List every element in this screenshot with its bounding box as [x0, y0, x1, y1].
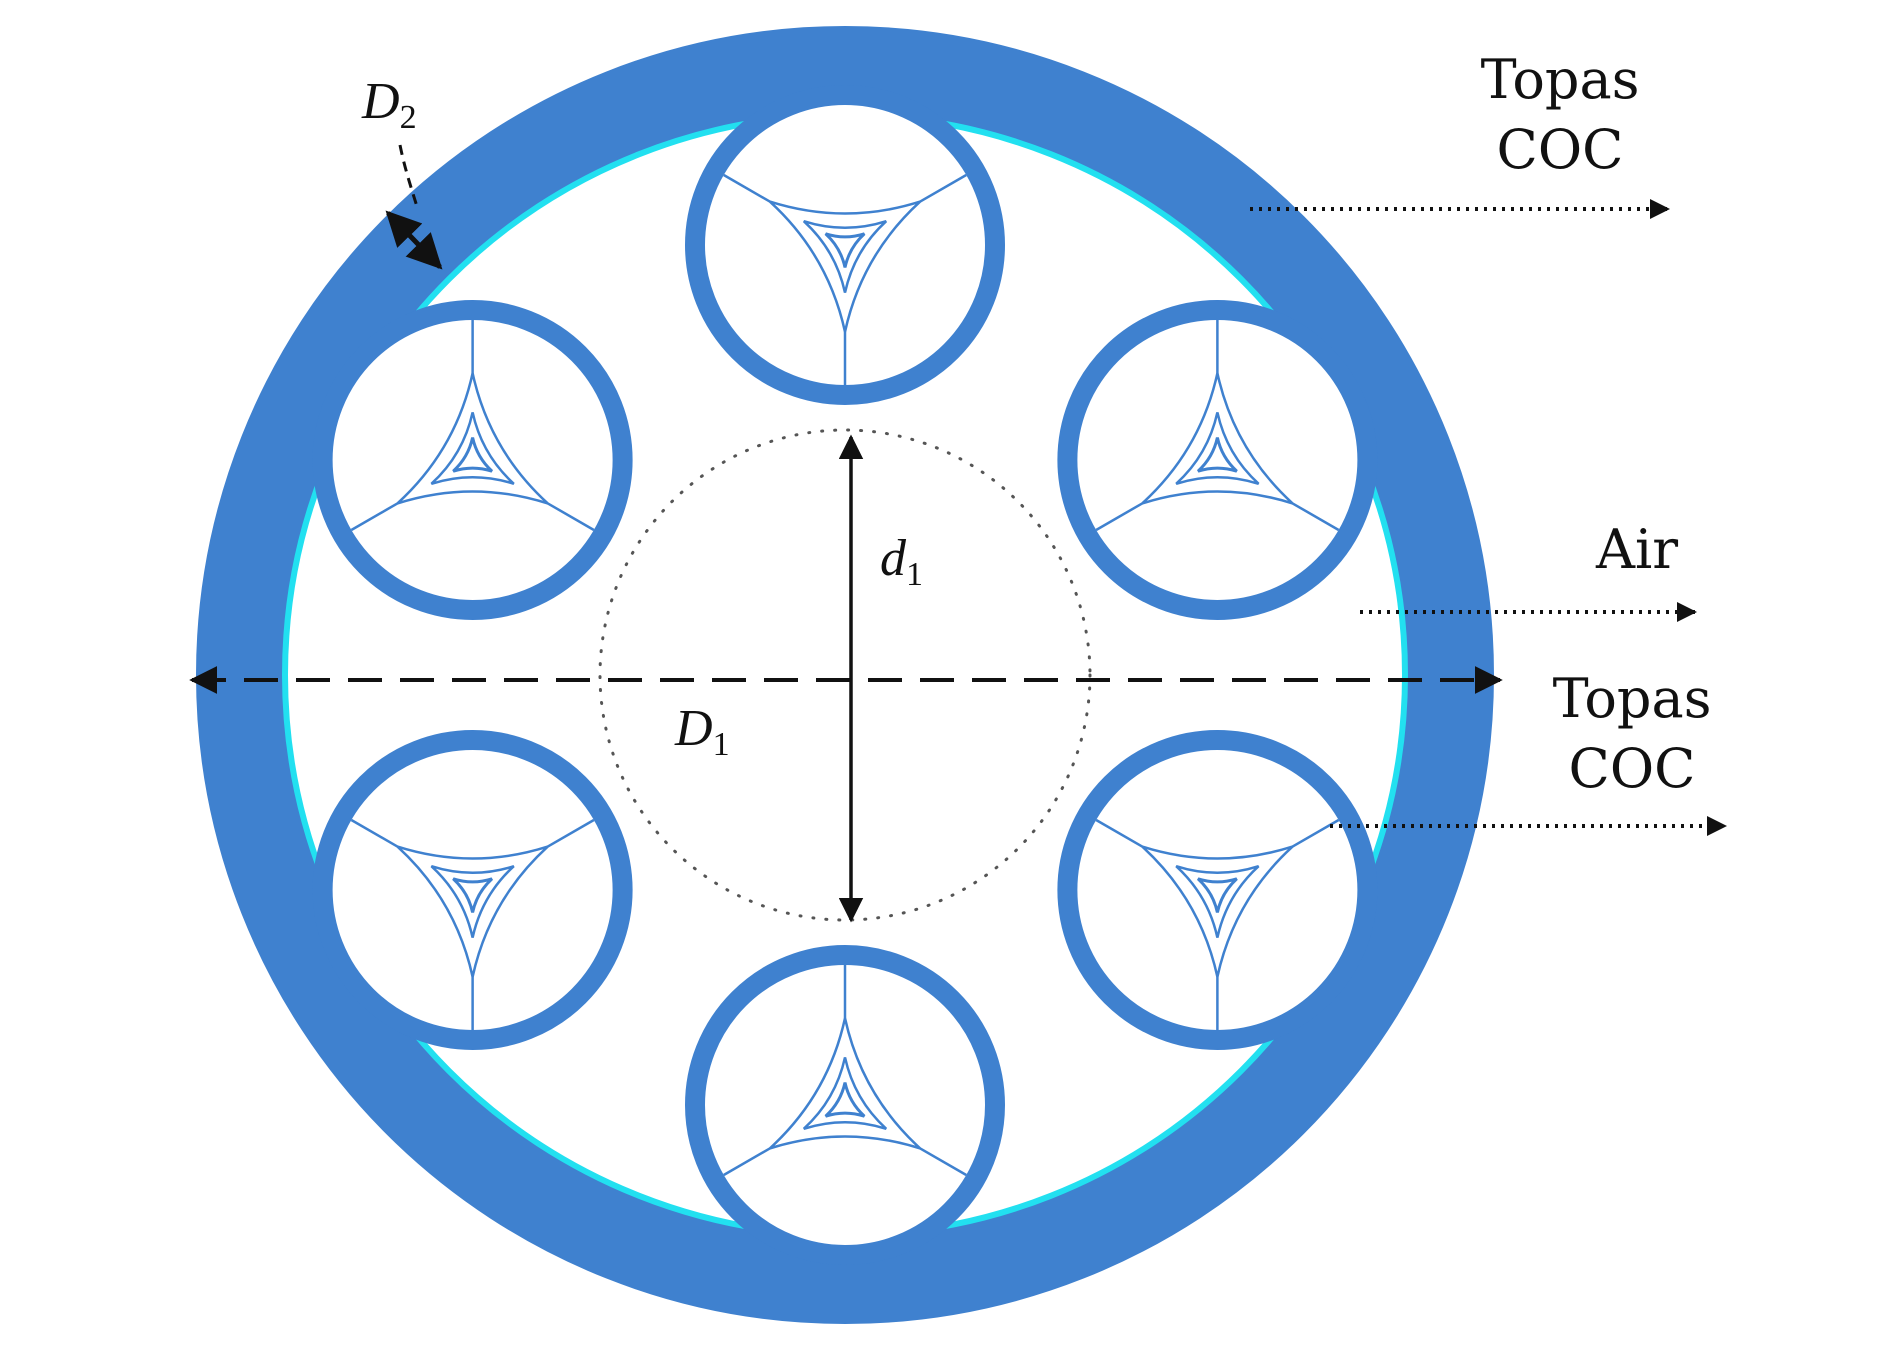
- membrane-triangle-level-3: [824, 1082, 866, 1118]
- membrane-triangle-level-1: [1141, 845, 1294, 978]
- core-diameter-symbol: d: [880, 530, 907, 587]
- membrane-spoke: [547, 502, 595, 532]
- membrane-spoke: [350, 818, 399, 848]
- capillary-ring: [312, 730, 633, 1050]
- topas-top-label-line1: Topas: [1481, 48, 1640, 111]
- membrane-spoke: [1095, 818, 1143, 848]
- membrane-spoke: [723, 173, 771, 203]
- membrane-spoke: [350, 502, 399, 532]
- air-label: Air: [1595, 518, 1678, 581]
- membrane-triangle-level-1: [396, 845, 549, 978]
- capillary-ring: [1057, 300, 1378, 620]
- wall-thickness-symbol: D: [361, 73, 400, 130]
- core-diameter-label: d1: [880, 530, 923, 593]
- capillary-tubes: [312, 85, 1378, 1265]
- wall-thickness-label: D2: [361, 73, 417, 136]
- capillary-4: [685, 945, 1005, 1265]
- membrane-triangle-level-3: [452, 437, 494, 473]
- capillary-5: [312, 730, 633, 1050]
- wall-thickness-subscript: 2: [400, 99, 417, 136]
- capillary-ring: [685, 945, 1005, 1265]
- wall-thickness-arrow: [385, 210, 443, 270]
- outer-diameter-symbol: D: [674, 700, 713, 757]
- outer-diameter-label: D1: [674, 700, 730, 763]
- membrane-triangle-level-1: [768, 1017, 922, 1150]
- membrane-triangle-level-3: [1196, 437, 1238, 473]
- topas-bottom-label-line1: Topas: [1553, 667, 1712, 730]
- membrane-spoke: [547, 818, 595, 848]
- membrane-triangle-level-1: [768, 200, 922, 333]
- wall-thickness-leader-line: [398, 144, 420, 211]
- core-region-dotted-circle: [598, 428, 1092, 922]
- capillary-ring: [685, 85, 1005, 405]
- membrane-triangle-level-2: [802, 220, 888, 293]
- topas-top-label-line2: COC: [1497, 118, 1624, 181]
- membrane-triangle-level-3: [1196, 877, 1238, 913]
- membrane-triangle-level-2: [1175, 865, 1260, 938]
- capillary-ring: [1057, 730, 1378, 1050]
- membrane-triangle-level-1: [1141, 372, 1294, 505]
- membrane-triangle-level-2: [430, 412, 515, 485]
- membrane-spoke: [1291, 502, 1340, 532]
- membrane-triangle-level-2: [1175, 412, 1260, 485]
- membrane-spoke: [919, 1147, 967, 1177]
- membrane-spoke: [723, 1147, 771, 1177]
- capillary-ring: [312, 300, 633, 620]
- capillary-6: [312, 300, 633, 620]
- capillary-3: [1057, 730, 1378, 1050]
- capillary-2: [1057, 300, 1378, 620]
- membrane-spoke: [919, 173, 967, 203]
- outer-diameter-subscript: 1: [713, 726, 730, 763]
- membrane-triangle-level-2: [802, 1057, 888, 1130]
- topas-bottom-label-line2: COC: [1569, 737, 1696, 800]
- membrane-triangle-level-2: [430, 865, 515, 938]
- membrane-triangle-level-3: [824, 232, 866, 268]
- membrane-triangle-level-1: [396, 372, 549, 505]
- capillary-1: [685, 85, 1005, 405]
- membrane-spoke: [1095, 502, 1143, 532]
- membrane-triangle-level-3: [452, 877, 494, 913]
- core-diameter-subscript: 1: [906, 556, 923, 593]
